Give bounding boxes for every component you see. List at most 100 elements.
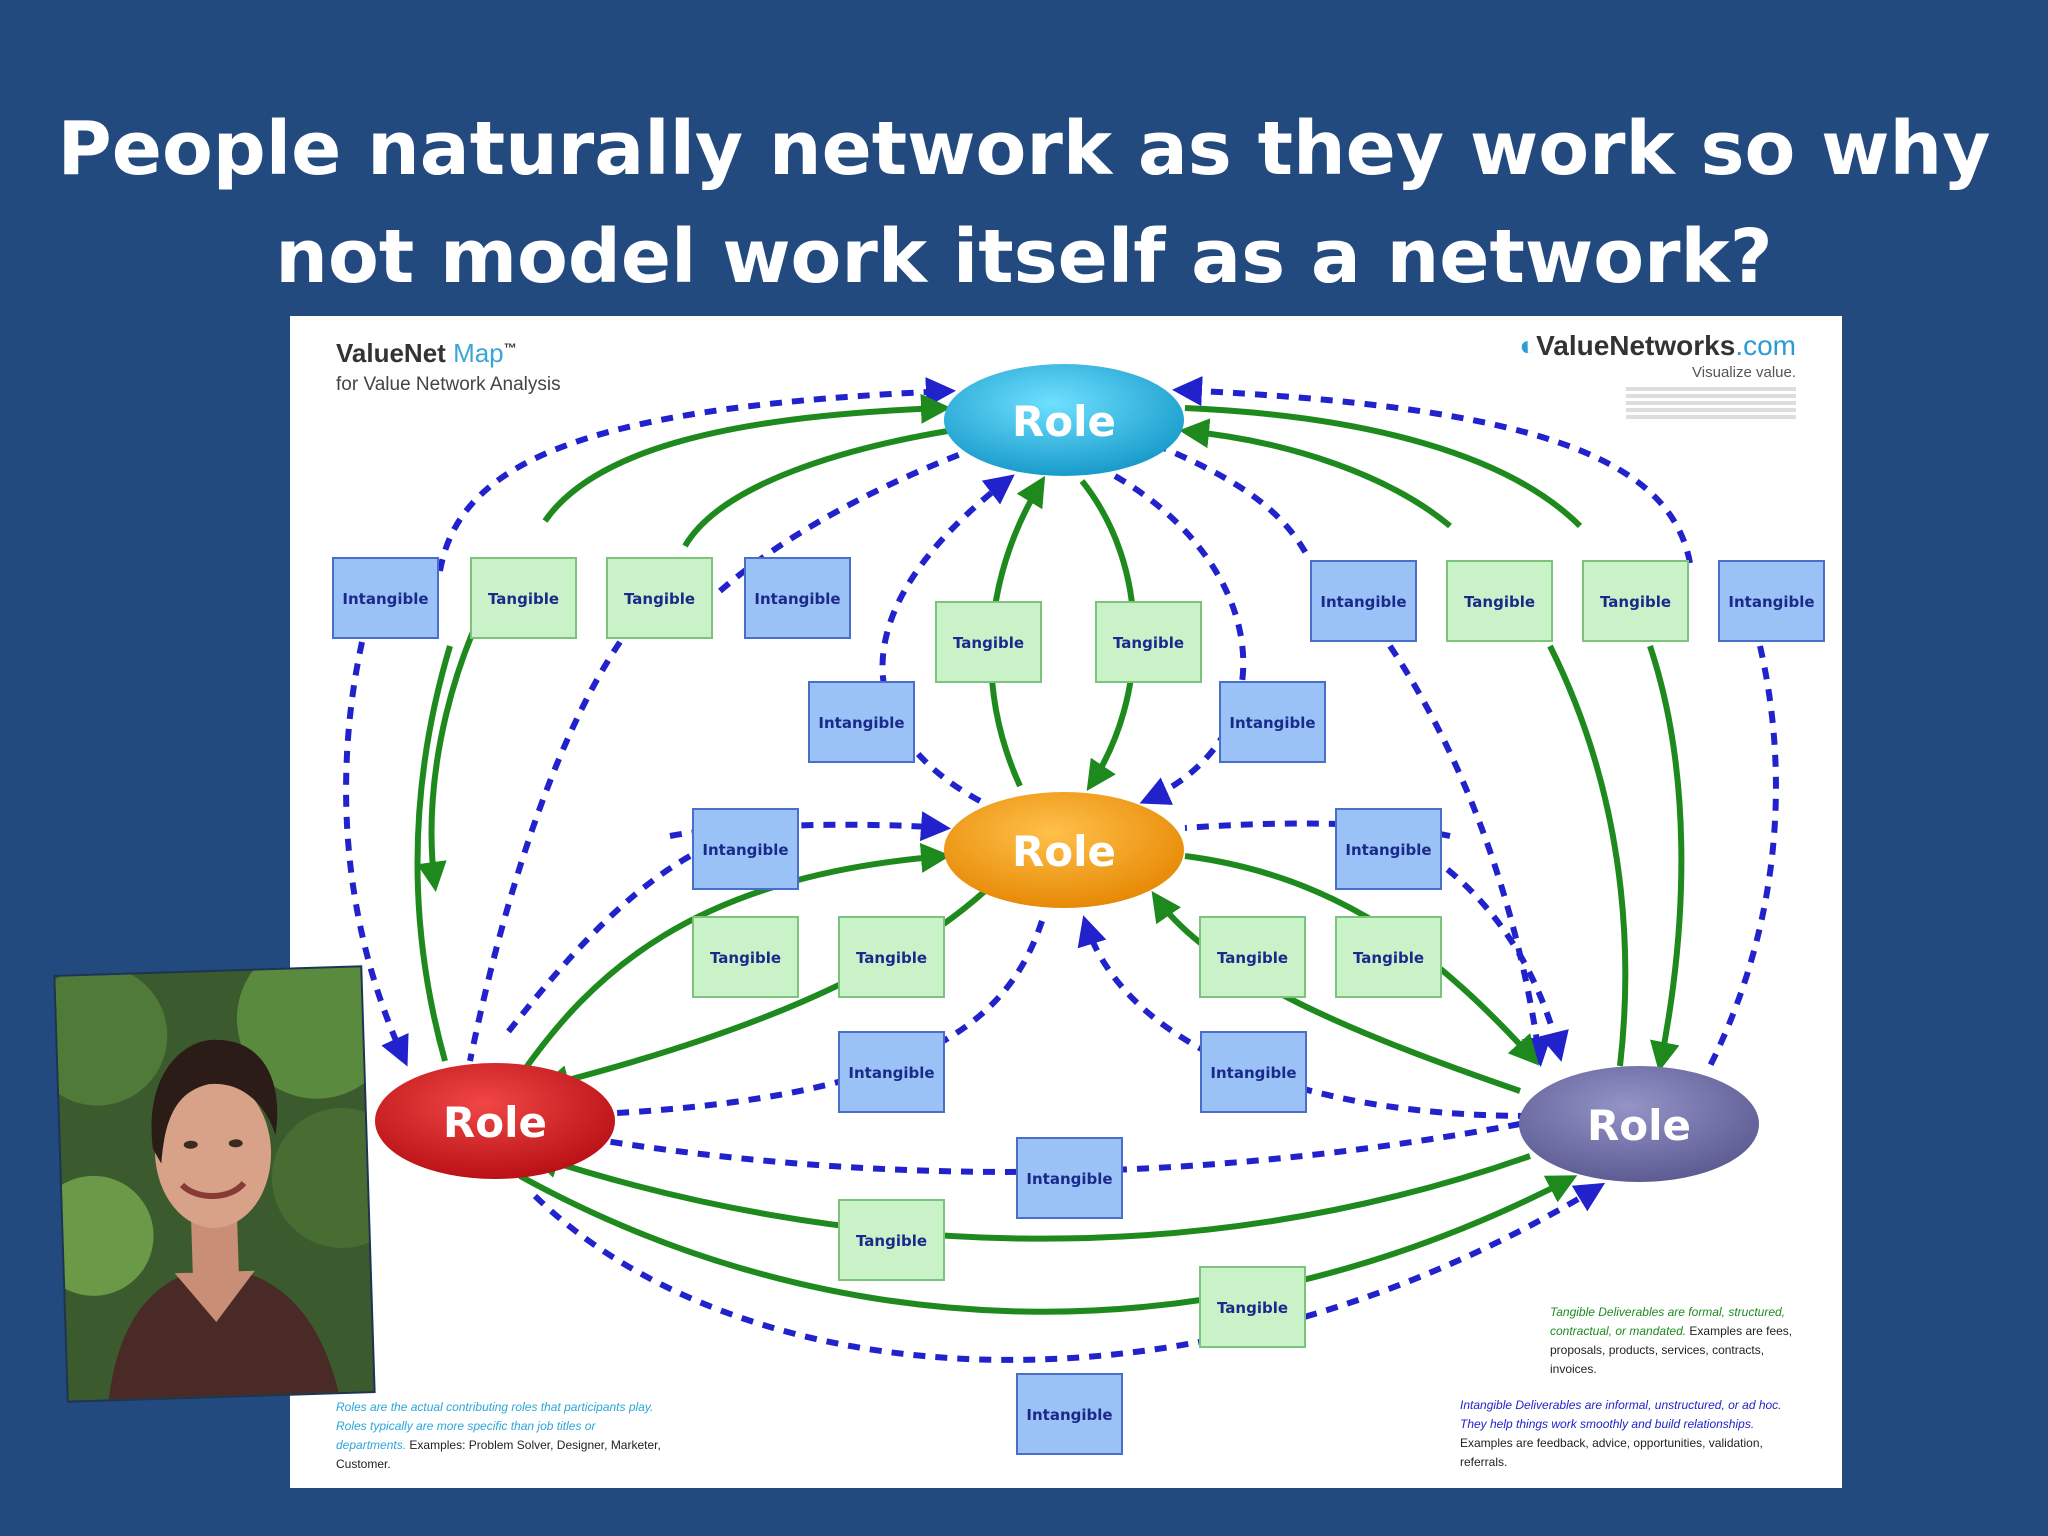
deliverable-box-rect [808, 681, 915, 763]
intangible-box: Intangible [838, 1031, 945, 1113]
deliverable-box-label: Intangible [848, 1064, 934, 1082]
deliverable-box-label: Intangible [702, 841, 788, 859]
legend-tangible-italic: Tangible Deliverables are formal, struct… [1550, 1305, 1786, 1338]
intangible-box: Intangible [692, 808, 799, 890]
deliverable-box-rect [838, 916, 945, 998]
brand-swirl-icon: ◐ [1519, 330, 1537, 361]
role-node-top: Role [944, 364, 1184, 476]
legend-tangible: Tangible Deliverables are formal, struct… [1550, 1303, 1800, 1379]
deliverable-box-label: Tangible [1353, 949, 1424, 967]
role-label-center: Role [1012, 827, 1116, 876]
deliverable-box-rect [1446, 560, 1553, 642]
deliverable-box-rect [1718, 560, 1825, 642]
slide-title-line-1: People naturally network as they work so… [57, 106, 1991, 192]
tangible-box: Tangible [606, 557, 713, 639]
role-label-left: Role [443, 1098, 547, 1147]
tangible-flow-right-role-up [1547, 644, 1629, 1067]
intangible-flow-left-to-top-inner [718, 429, 1016, 594]
intangible-box: Intangible [808, 681, 915, 763]
deliverable-box-label: Tangible [1217, 949, 1288, 967]
intangible-flow-right-to-left-middle [539, 1120, 1521, 1175]
deliverable-box-rect [1310, 560, 1417, 642]
intangible-flow-top-left-dashed-outer [343, 641, 409, 1067]
deliverable-box-rect [606, 557, 713, 639]
role-ellipse-left [375, 1063, 615, 1179]
intangible-flow-left-to-right-bottom [532, 1182, 1606, 1363]
deliverable-box-rect [1582, 560, 1689, 642]
deliverable-box-label: Intangible [1728, 593, 1814, 611]
deliverable-box-label: Intangible [1026, 1406, 1112, 1424]
deliverable-box-label: Intangible [1229, 714, 1315, 732]
map-title: ValueNet Map™ [336, 338, 517, 369]
tangible-box: Tangible [1446, 560, 1553, 642]
deliverable-box-label: Tangible [1600, 593, 1671, 611]
deliverable-box-label: Tangible [856, 1232, 927, 1250]
role-node-center: Role [944, 792, 1184, 908]
legend-roles-italic: Roles are the actual contributing roles … [336, 1400, 654, 1452]
intangible-box: Intangible [1335, 808, 1442, 890]
deliverable-box-label: Tangible [624, 590, 695, 608]
deliverable-box-label: Tangible [953, 634, 1024, 652]
tangible-box: Tangible [1582, 560, 1689, 642]
intangible-box: Intangible [1016, 1137, 1123, 1219]
slide-title-line-2: not model work itself as a network? [275, 214, 1773, 300]
intangible-flow-top-to-center-right [1113, 473, 1247, 805]
intangible-box: Intangible [1718, 560, 1825, 642]
role-node-right: Role [1519, 1066, 1759, 1182]
intangible-flow-right-outer-dashed [1707, 645, 1779, 1068]
deliverable-box-label: Tangible [1464, 593, 1535, 611]
intangible-box: Intangible [1200, 1031, 1307, 1113]
intangible-flow-top-to-right-inner [1133, 433, 1313, 563]
map-title-main: ValueNet [336, 338, 446, 368]
intangible-box: Intangible [332, 557, 439, 639]
tangible-box: Tangible [935, 601, 1042, 683]
role-ellipse-right [1519, 1066, 1759, 1182]
intangible-flow-center-to-top-left [879, 474, 1015, 804]
intangible-box: Intangible [1310, 560, 1417, 642]
tangible-flow-right-to-left-lower [529, 1149, 1531, 1242]
intangible-flow-center-left-dashed [502, 853, 692, 1038]
deliverable-box-rect [692, 916, 799, 998]
tangible-box: Tangible [838, 1199, 945, 1281]
role-label-top: Role [1012, 397, 1116, 446]
brand-tld: .com [1735, 330, 1796, 361]
legend-roles-examples: Examples: Problem Solver, Designer, Mark… [336, 1438, 661, 1471]
tangible-flow-left-to-top-outer [542, 393, 951, 523]
deliverable-box-label: Intangible [1210, 1064, 1296, 1082]
brand-block: ◐ValueNetworks.com Visualize value. [1519, 330, 1796, 422]
deliverable-box-label: Tangible [1113, 634, 1184, 652]
deliverable-box-label: Intangible [342, 590, 428, 608]
intangible-flow-right-to-center-lower [1077, 915, 1531, 1119]
legend-tangible-examples: Examples are fees, proposals, products, … [1550, 1324, 1793, 1376]
deliverable-box-label: Tangible [488, 590, 559, 608]
deliverable-box-label: Tangible [856, 949, 927, 967]
deliverable-box-label: Tangible [1217, 1299, 1288, 1317]
deliverable-box-label: Intangible [1026, 1170, 1112, 1188]
map-title-suffix: Map [453, 338, 504, 368]
tangible-box: Tangible [692, 916, 799, 998]
deliverable-box-label: Tangible [710, 949, 781, 967]
role-label-right: Role [1587, 1101, 1691, 1150]
tangible-flow-left-to-right-lower [518, 1173, 1578, 1315]
tangible-flow-right-role-to-center [1151, 891, 1521, 1094]
deliverable-box-rect [935, 601, 1042, 683]
deliverable-box-rect [470, 557, 577, 639]
presenter-photo [55, 967, 374, 1401]
intangible-box: Intangible [744, 557, 851, 639]
deliverable-box-rect [1200, 1031, 1307, 1113]
tangible-box: Tangible [1335, 916, 1442, 998]
deliverable-box-rect [1095, 601, 1202, 683]
tangible-box: Tangible [838, 916, 945, 998]
tangible-flow-right-to-top-inner [1179, 418, 1452, 529]
intangible-box: Intangible [1219, 681, 1326, 763]
tangible-box: Tangible [1095, 601, 1202, 683]
tangible-box: Tangible [1199, 1266, 1306, 1348]
legend-roles: Roles are the actual contributing roles … [336, 1398, 666, 1474]
deliverable-box-rect [1199, 1266, 1306, 1348]
legend-intangible: Intangible Deliverables are informal, un… [1460, 1396, 1800, 1472]
brand-name: ValueNetworks [1536, 330, 1736, 361]
intangible-flow-to-right-role-inner [1387, 644, 1552, 1067]
